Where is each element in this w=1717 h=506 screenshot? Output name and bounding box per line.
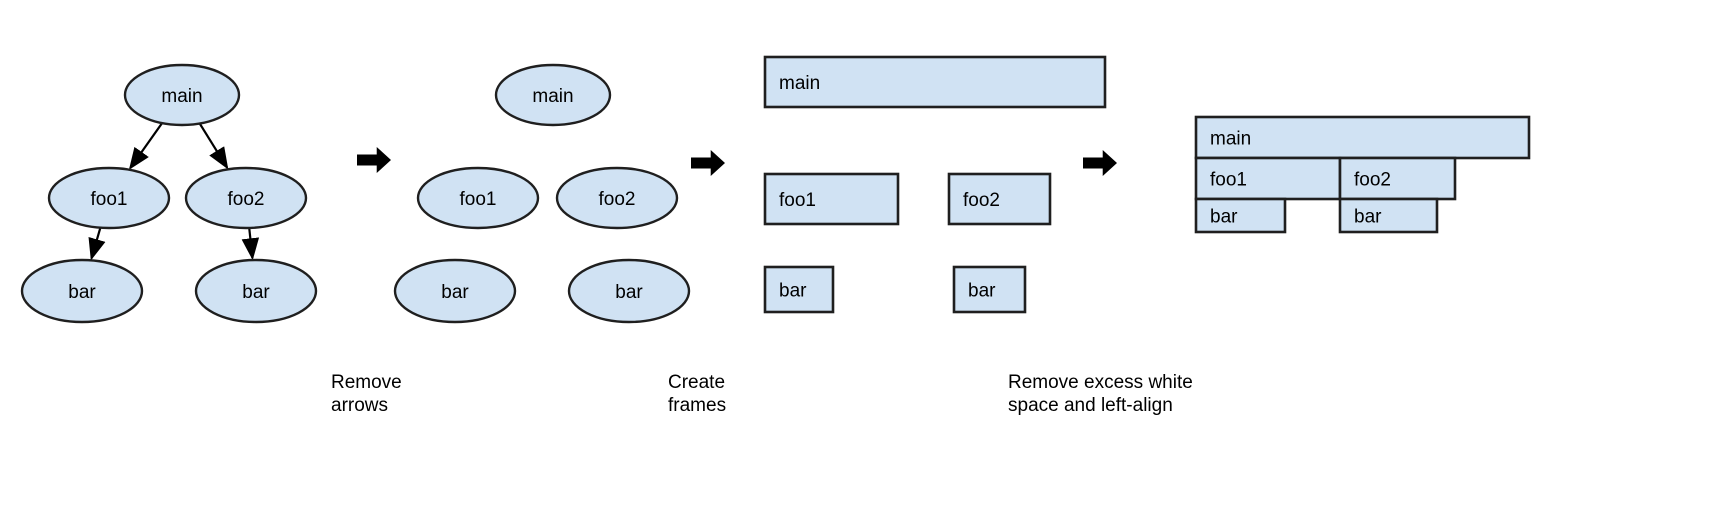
edge-main-foo2 [198, 122, 229, 170]
node-label-p4-bar2: bar [1354, 207, 1382, 228]
node-label-p4-foo2: foo2 [1354, 170, 1391, 191]
panel-frames: main foo1 foo2 bar bar [763, 55, 1107, 314]
node-p1-main[interactable] [123, 63, 241, 127]
node-p4-main[interactable] [1194, 115, 1531, 160]
node-label-p1-foo2: foo2 [228, 189, 265, 210]
node-label-p3-bar1: bar [779, 281, 807, 302]
node-p1-bar1[interactable] [20, 258, 144, 324]
node-label-p3-main: main [779, 73, 820, 94]
node-label-p4-bar1: bar [1210, 207, 1238, 228]
node-label-p1-bar2: bar [242, 282, 270, 303]
panel-call-graph: main foo1 foo2 bar bar [20, 63, 318, 324]
node-p4-bar2[interactable] [1338, 197, 1439, 234]
transition-arrow-3 [1083, 150, 1117, 176]
node-label-p2-bar2: bar [615, 282, 643, 303]
caption-remove-arrows: Remove arrows [331, 372, 402, 416]
transition-arrow-2 [691, 150, 725, 176]
node-label-p2-main: main [532, 86, 573, 107]
node-p1-bar2[interactable] [194, 258, 318, 324]
node-p3-bar1[interactable] [763, 265, 835, 314]
node-p3-foo2[interactable] [947, 172, 1052, 226]
node-p1-foo1[interactable] [47, 166, 171, 230]
node-label-p2-foo1: foo1 [460, 189, 497, 210]
node-p2-bar2[interactable] [567, 258, 691, 324]
node-p2-main[interactable] [494, 63, 612, 127]
node-label-p4-foo1: foo1 [1210, 170, 1247, 191]
edge-foo2-bar [241, 227, 260, 261]
panel-no-arrows: main foo1 foo2 bar bar [393, 63, 691, 324]
node-label-p1-main: main [161, 86, 202, 107]
node-label-p3-bar2: bar [968, 281, 996, 302]
panel-flamegraph: main foo1 foo2 bar bar [1194, 115, 1531, 234]
edge-main-foo1 [128, 122, 163, 170]
node-label-p3-foo1: foo1 [779, 190, 816, 211]
node-label-p4-main: main [1210, 129, 1251, 150]
node-label-p2-foo2: foo2 [599, 189, 636, 210]
node-p1-foo2[interactable] [184, 166, 308, 230]
node-label-p3-foo2: foo2 [963, 190, 1000, 211]
node-p2-bar1[interactable] [393, 258, 517, 324]
node-p2-foo1[interactable] [416, 166, 540, 230]
node-p4-bar1[interactable] [1194, 197, 1287, 234]
node-label-p1-bar1: bar [68, 282, 96, 303]
transition-arrow-1 [357, 147, 391, 173]
caption-remove-whitespace: Remove excess white space and left-align [1008, 372, 1193, 416]
node-p3-foo1[interactable] [763, 172, 900, 226]
caption-create-frames: Create frames [668, 372, 727, 416]
edge-foo1-bar [88, 227, 106, 261]
node-p2-foo2[interactable] [555, 166, 679, 230]
node-p3-main[interactable] [763, 55, 1107, 109]
node-label-p2-bar1: bar [441, 282, 469, 303]
node-p3-bar2[interactable] [952, 265, 1027, 314]
node-p4-foo2[interactable] [1338, 156, 1457, 201]
node-label-p1-foo1: foo1 [91, 189, 128, 210]
